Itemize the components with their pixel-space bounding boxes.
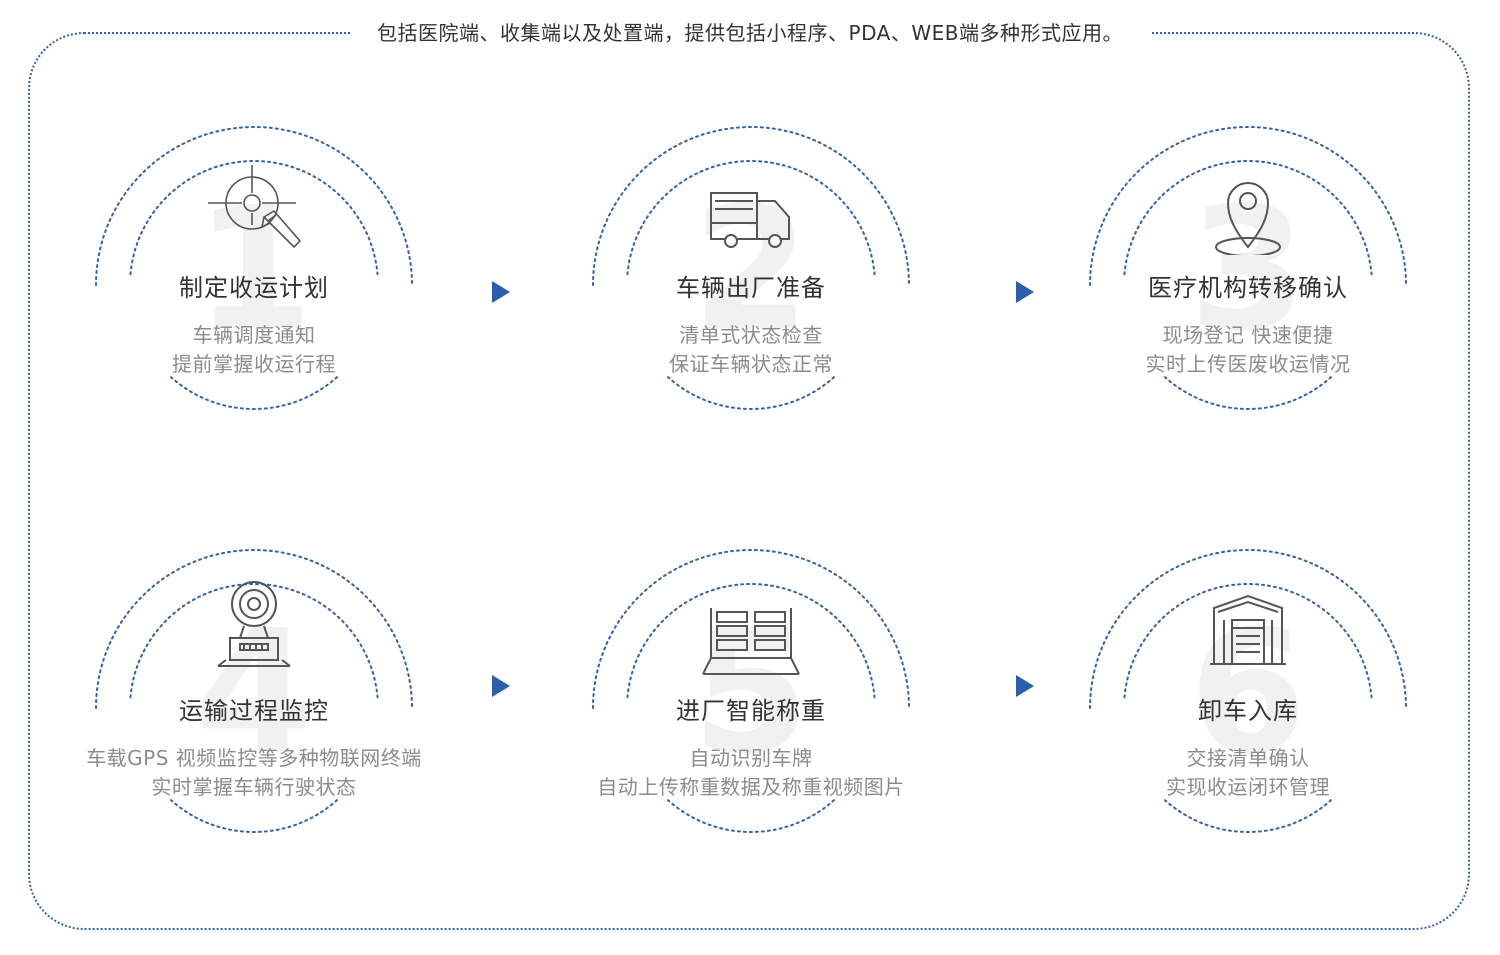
step-4-rings <box>95 549 413 833</box>
inner-ring-arc <box>129 160 379 276</box>
step-2-desc-line-1: 清单式状态检查 <box>679 323 823 347</box>
step-3: 3 医疗机构转移确认 现场登记 快速便捷 实时上传医废收运情况 <box>1048 125 1448 455</box>
bottom-ring-arc <box>667 799 835 833</box>
step-2-desc: 清单式状态检查 保证车辆状态正常 <box>491 321 1011 379</box>
header-text: 包括医院端、收集端以及处置端，提供包括小程序、PDA、WEB端多种形式应用。 <box>350 18 1150 48</box>
step-3-desc-line-2: 实时上传医废收运情况 <box>1145 352 1351 376</box>
step-5-rings <box>592 549 910 833</box>
step-3-desc: 现场登记 快速便捷 实时上传医废收运情况 <box>988 321 1500 379</box>
inner-ring-arc <box>626 160 876 276</box>
arrow-right-icon <box>1016 281 1034 303</box>
step-5-desc: 自动识别车牌 自动上传称重数据及称重视频图片 <box>491 744 1011 802</box>
outer-ring-arc <box>95 126 413 286</box>
step-3-desc-line-1: 现场登记 快速便捷 <box>1162 323 1334 347</box>
bottom-ring-arc <box>170 376 338 410</box>
step-2-desc-line-2: 保证车辆状态正常 <box>669 352 833 376</box>
step-2-rings <box>592 126 910 410</box>
step-2: 2 车辆出厂准备 清单式状态检查 保证车辆状态正常 <box>551 125 951 455</box>
camera-icon <box>217 581 291 667</box>
target-pen-icon <box>208 165 302 249</box>
arrow-right-icon <box>492 675 510 697</box>
outer-ring-arc <box>1089 126 1407 286</box>
step-6-rings <box>1089 549 1407 833</box>
arrow-right-icon <box>492 281 510 303</box>
inner-ring-arc <box>129 583 379 699</box>
step-6-desc: 交接清单确认 实现收运闭环管理 <box>988 744 1500 802</box>
inner-ring-arc <box>1123 583 1373 699</box>
truck-icon <box>710 192 790 248</box>
warehouse-icon <box>1210 594 1286 665</box>
bottom-ring-arc <box>170 799 338 833</box>
step-5-title: 进厂智能称重 <box>676 697 826 725</box>
step-5-desc-line-2: 自动上传称重数据及称重视频图片 <box>597 775 905 799</box>
step-1-desc-line-1: 车辆调度通知 <box>192 323 316 347</box>
step-6-desc-line-2: 实现收运闭环管理 <box>1166 775 1330 799</box>
location-pin-icon <box>1215 182 1281 255</box>
outer-ring-arc <box>592 549 910 709</box>
step-4-desc-line-1: 车载GPS 视频监控等多种物联网终端 <box>86 746 422 770</box>
outer-ring-arc <box>1089 549 1407 709</box>
step-5: 5 进厂智能称重 自动识别车牌 自动上传称重数据及称重视频图片 <box>551 548 951 878</box>
gate-icon <box>702 608 800 675</box>
step-1-number: 1 <box>194 171 314 369</box>
step-1-rings <box>95 126 413 410</box>
step-3-number: 3 <box>1188 171 1308 369</box>
bottom-ring-arc <box>667 376 835 410</box>
bottom-ring-arc <box>1164 799 1332 833</box>
step-4-title: 运输过程监控 <box>179 697 329 725</box>
outer-ring-arc <box>95 549 413 709</box>
bottom-ring-arc <box>1164 376 1332 410</box>
arrow-right-icon <box>1016 675 1034 697</box>
inner-ring-arc <box>1123 160 1373 276</box>
step-3-rings <box>1089 126 1407 410</box>
step-1-desc: 车辆调度通知 提前掌握收运行程 <box>0 321 514 379</box>
step-2-title: 车辆出厂准备 <box>676 274 826 302</box>
step-5-desc-line-1: 自动识别车牌 <box>689 746 813 770</box>
step-1-title: 制定收运计划 <box>179 274 329 302</box>
step-3-title: 医疗机构转移确认 <box>1148 274 1348 302</box>
step-4-desc-line-2: 实时掌握车辆行驶状态 <box>151 775 357 799</box>
inner-ring-arc <box>626 583 876 699</box>
step-6-desc-line-1: 交接清单确认 <box>1186 746 1310 770</box>
outer-ring-arc <box>592 126 910 286</box>
step-4-desc: 车载GPS 视频监控等多种物联网终端 实时掌握车辆行驶状态 <box>0 744 514 802</box>
step-4-number: 4 <box>194 594 314 792</box>
step-1: 1 制定收运计划 车辆调度通知 提前掌握收运行程 <box>54 125 454 455</box>
step-6-title: 卸车入库 <box>1198 697 1298 725</box>
step-1-desc-line-2: 提前掌握收运行程 <box>172 352 336 376</box>
step-4: 4 运输过程监控 车载GPS 视频监控等多种物联网终端 实时掌握车辆行驶状态 <box>54 548 454 878</box>
step-6: 6 卸车入库 交接清单确认 实现收运闭环管理 <box>1048 548 1448 878</box>
